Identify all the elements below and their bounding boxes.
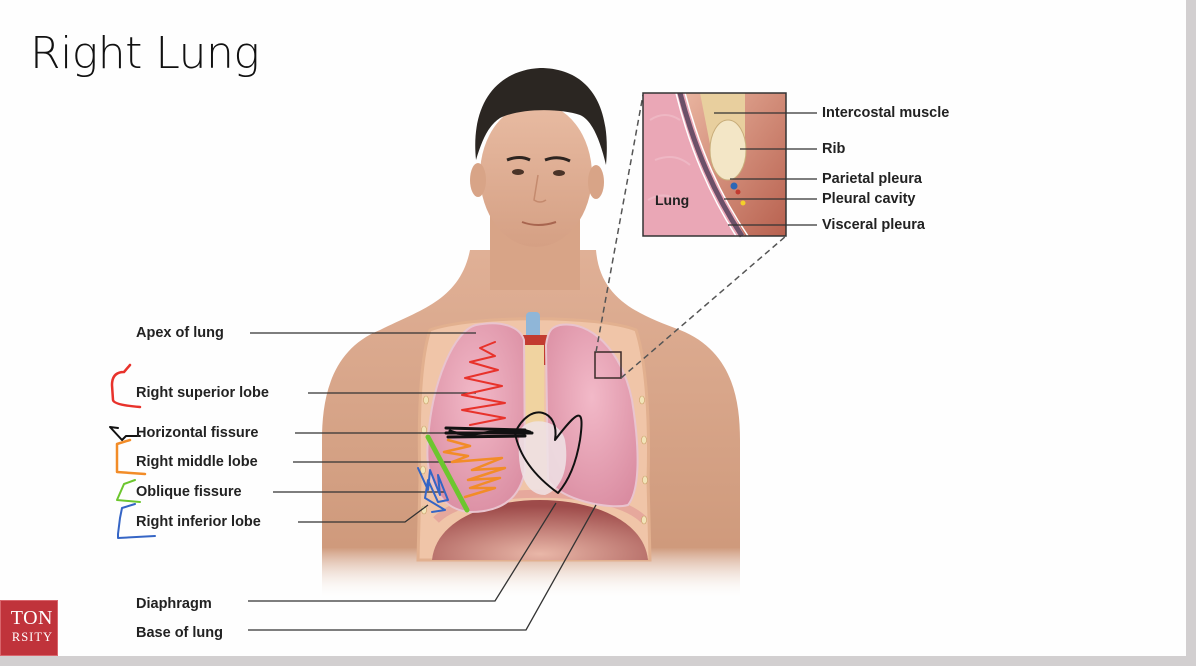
label-diaphragm: Diaphragm <box>136 596 212 612</box>
label-visceral-pleura: Visceral pleura <box>822 217 925 233</box>
thoracic-cavity <box>416 312 652 562</box>
inset-source-box <box>594 351 622 379</box>
inset-lung-label: Lung <box>655 192 689 208</box>
lung-anatomy-figure: Lung <box>109 68 817 631</box>
label-apex-of-lung: Apex of lung <box>136 325 224 341</box>
head-illustration <box>470 68 607 247</box>
label-intercostal-muscle: Intercostal muscle <box>822 105 950 121</box>
label-right-superior-lobe: Right superior lobe <box>136 385 269 401</box>
left-leader-lines <box>248 332 597 631</box>
slide-title: Right Lung <box>30 28 260 79</box>
inset-leader-lines <box>714 112 817 226</box>
university-logo: TON RSITY <box>0 600 58 656</box>
label-base-of-lung: Base of lung <box>136 625 224 641</box>
label-oblique-fissure: Oblique fissure <box>136 484 242 500</box>
logo-line-1: TON <box>10 607 53 629</box>
label-right-inferior-lobe: Right inferior lobe <box>136 514 261 530</box>
pleura-inset <box>642 92 787 238</box>
label-parietal-pleura: Parietal pleura <box>822 171 922 187</box>
inset-dashed-connectors <box>595 94 787 379</box>
label-horizontal-fissure: Horizontal fissure <box>136 425 259 441</box>
logo-line-2: RSITY <box>11 630 53 644</box>
label-rib: Rib <box>822 141 846 157</box>
window-gutter-bottom <box>0 656 1196 666</box>
student-annotations <box>109 341 583 539</box>
slide: Right Lung <box>0 0 1186 656</box>
label-pleural-cavity: Pleural cavity <box>822 191 916 207</box>
label-right-middle-lobe: Right middle lobe <box>136 454 258 470</box>
window-gutter-right <box>1186 0 1196 666</box>
